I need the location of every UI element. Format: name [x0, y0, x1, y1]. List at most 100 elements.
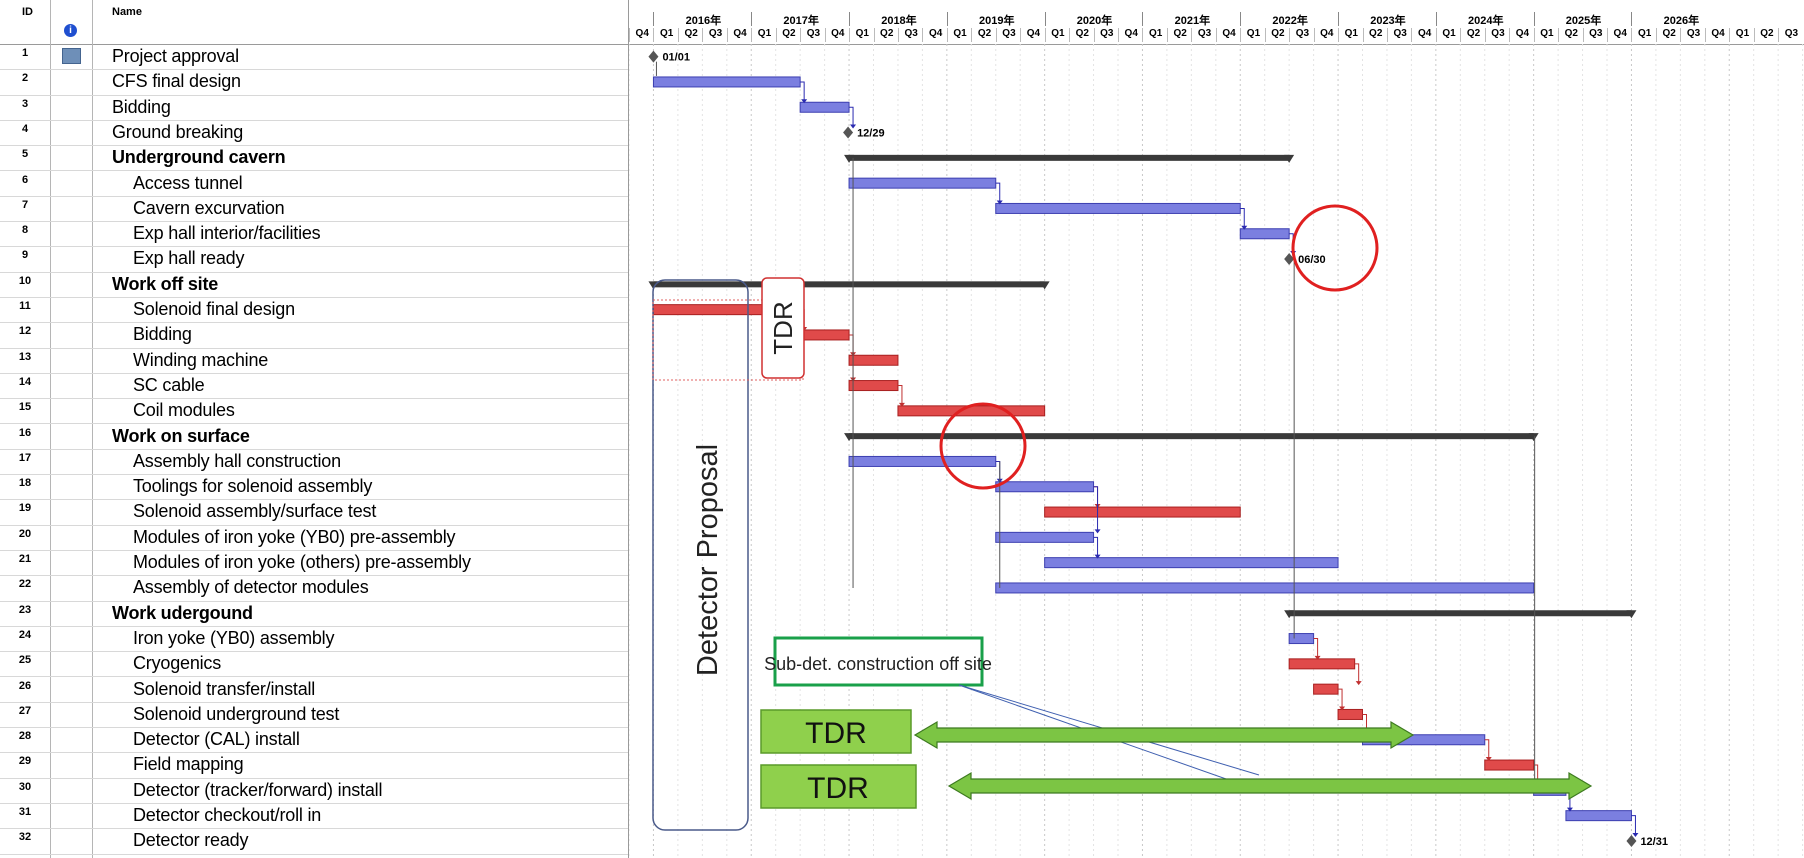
dependency-line — [1093, 486, 1099, 507]
quarter-label: Q1 — [1533, 28, 1559, 42]
tdr-box — [760, 709, 912, 754]
row-id: 31 — [18, 806, 32, 818]
quarter-label: Q3 — [1386, 28, 1412, 42]
task-name: Work udergound — [112, 602, 253, 623]
quarter-label: Q3 — [995, 28, 1021, 42]
table-row[interactable]: 19 Solenoid assembly/surface test — [0, 499, 628, 526]
quarter-label: Q3 — [1191, 28, 1216, 42]
task-name: Work off site — [112, 273, 219, 294]
task-name: Modules of iron yoke (others) pre-assemb… — [133, 552, 471, 572]
row-id: 20 — [18, 527, 32, 540]
year-label: 2016年 — [653, 12, 752, 27]
info-icon[interactable]: i — [64, 24, 77, 37]
row-id: 6 — [21, 173, 29, 186]
task-name: Solenoid assembly/surface test — [133, 501, 377, 522]
task-name: Solenoid transfer/install — [133, 678, 316, 699]
quarter-label: Q2 — [1558, 28, 1583, 42]
task-bar — [1044, 557, 1339, 569]
task-name: Assembly hall construction — [133, 450, 341, 471]
quarter-label: Q1 — [1631, 28, 1656, 42]
dependency-line — [1484, 739, 1490, 760]
quarter-label: Q4 — [824, 28, 850, 42]
summary-bar — [849, 154, 1290, 161]
task-name: Work on surface — [112, 425, 250, 446]
annotation-circle — [939, 402, 1027, 490]
table-row[interactable]: 2 CFS final design — [0, 69, 628, 96]
quarter-label: Q2 — [1460, 28, 1485, 42]
quarter-label: Q4 — [922, 28, 947, 42]
task-name: CFS final design — [112, 71, 241, 92]
task-bar — [799, 101, 850, 113]
quarter-label: Q4 — [1607, 28, 1632, 42]
quarter-label: Q2 — [1655, 28, 1681, 42]
id-column-header[interactable]: ID — [22, 6, 33, 18]
dependency-arrowhead — [1339, 706, 1346, 711]
quarter-label: Q1 — [751, 28, 776, 42]
year-label: 2026年 — [1631, 12, 1730, 27]
year-label: 2018年 — [849, 12, 948, 27]
row-id: 27 — [18, 704, 32, 717]
row-id: 19 — [18, 502, 32, 515]
row-id: 5 — [21, 148, 29, 161]
row-id: 16 — [18, 426, 32, 439]
tdr-vertical-box — [761, 277, 805, 379]
quarter-label: Q4 — [726, 28, 752, 42]
table-row[interactable]: 10 Work off site — [0, 272, 628, 298]
dependency-line — [1631, 815, 1636, 835]
quarter-label: Q3 — [1289, 28, 1314, 42]
dependency-arrowhead — [801, 99, 808, 104]
dependency-arrowhead — [850, 124, 857, 129]
task-name: Assembly of detector modules — [133, 577, 369, 598]
row-id: 10 — [18, 274, 32, 287]
row-id: 2 — [21, 72, 29, 85]
quarter-label: Q2 — [1362, 28, 1388, 42]
row-id: 15 — [18, 401, 32, 414]
task-name: Cavern excurvation — [133, 197, 285, 218]
quarter-label: Q2 — [971, 28, 996, 42]
note-icon[interactable] — [62, 48, 81, 64]
name-column-header[interactable]: Name — [112, 6, 142, 18]
table-row[interactable]: 16 Work on surface — [0, 424, 628, 450]
quarter-label: Q1 — [1240, 28, 1265, 42]
dependency-line — [995, 460, 1001, 481]
quarter-label: Q4 — [1118, 28, 1143, 42]
quarter-label: Q1 — [849, 28, 874, 42]
task-bar — [848, 380, 899, 392]
milestone-diamond — [1284, 253, 1295, 266]
task-bar — [848, 177, 997, 189]
quarter-label: Q1 — [1729, 28, 1754, 42]
quarter-label: Q1 — [1142, 28, 1167, 42]
row-id: 1 — [21, 47, 29, 59]
